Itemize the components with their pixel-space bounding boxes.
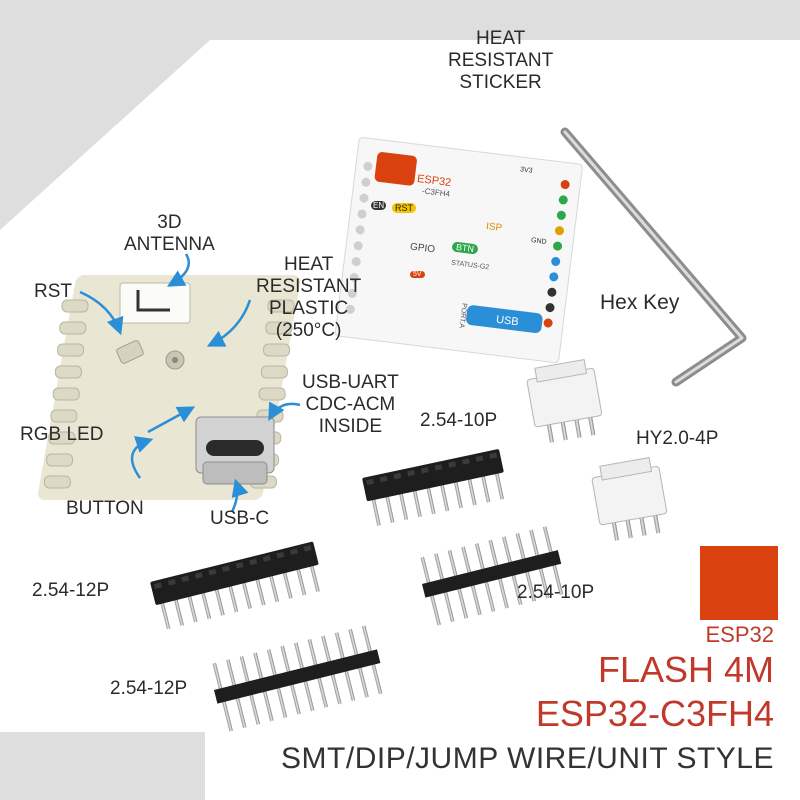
chip-icon	[700, 546, 778, 620]
female-header-icon	[362, 449, 504, 526]
label-rgb-led: RGB LED	[20, 424, 104, 445]
label-button: BUTTON	[66, 498, 144, 519]
male-header-icon	[420, 526, 564, 626]
label-heat-plastic: HEAT RESISTANT PLASTIC (250°C)	[256, 254, 362, 341]
style-line: SMT/DIP/JUMP WIRE/UNIT STYLE	[281, 742, 774, 775]
hy-connector-icon-top	[526, 359, 603, 443]
label-usb-uart: USB-UART CDC-ACM INSIDE	[302, 372, 399, 437]
label-3d-antenna: 3D ANTENNA	[124, 212, 215, 255]
heat-sticker-card	[334, 137, 583, 364]
background-band	[0, 0, 800, 230]
pin-headers	[150, 449, 564, 732]
module-shell-icon	[38, 275, 301, 500]
flash-size: FLASH 4M	[597, 649, 774, 690]
model-name: ESP32-C3FH4	[535, 693, 774, 734]
chip-name: ESP32	[705, 622, 775, 647]
label-usb-c: USB-C	[210, 508, 270, 529]
callout-arrows	[79, 253, 301, 513]
male-header-icon	[212, 625, 383, 732]
female-header-icon	[150, 541, 320, 630]
label-rst: RST	[34, 281, 72, 302]
label-header-10p-top: 2.54-10P	[420, 410, 498, 431]
label-heat-sticker: HEAT RESISTANT STICKER	[448, 28, 554, 93]
hex-key-icon	[560, 127, 747, 387]
label-header-12p-left: 2.54-12P	[32, 580, 110, 601]
label-header-12p-bottom: 2.54-12P	[110, 678, 188, 699]
label-hy-connector: HY2.0-4P	[636, 428, 719, 449]
hy-connector-icon-bottom	[591, 457, 668, 541]
label-header-10p-right: 2.54-10P	[517, 582, 595, 603]
background-corner	[0, 732, 205, 800]
label-hex-key: Hex Key	[600, 291, 680, 314]
